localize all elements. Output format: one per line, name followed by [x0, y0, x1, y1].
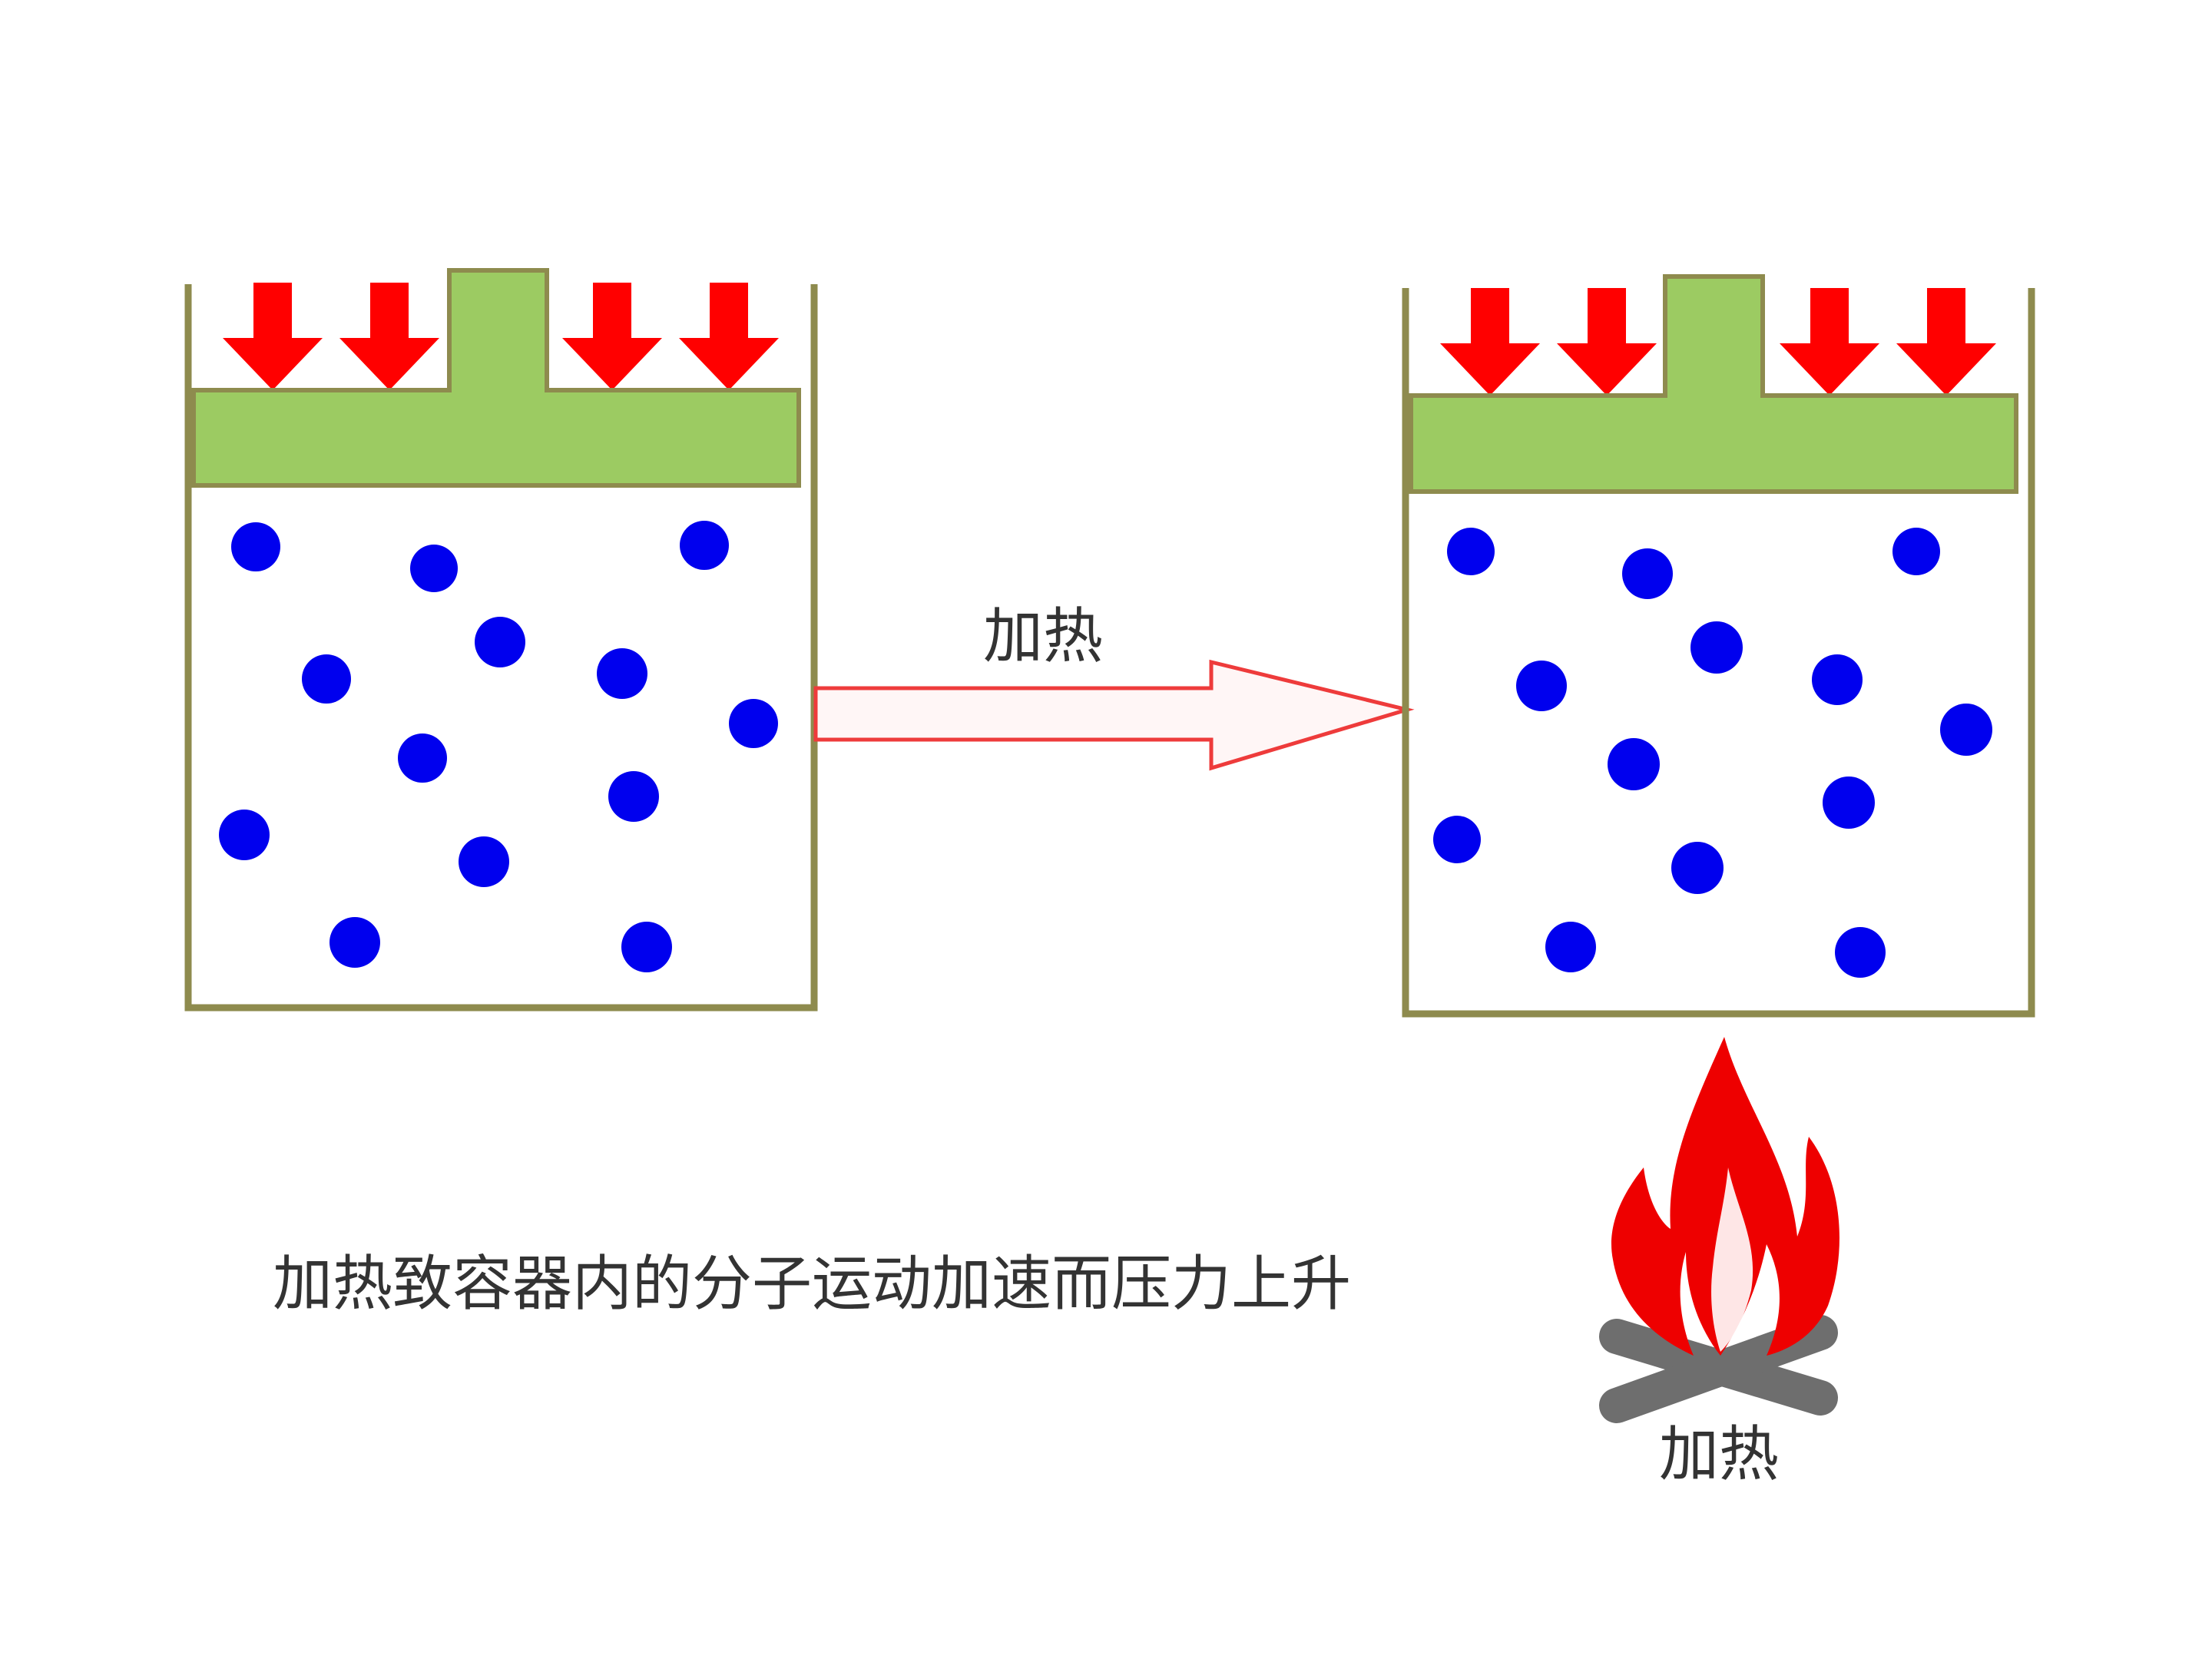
- molecule: [1671, 842, 1724, 894]
- container-wall: [1402, 288, 2035, 1018]
- molecule: [1892, 528, 1940, 575]
- molecule: [597, 648, 647, 699]
- molecule: [1447, 528, 1495, 575]
- flame-inner: [1711, 1167, 1753, 1352]
- down-arrow-icon: [1896, 288, 1996, 396]
- container-wall: [184, 284, 818, 1012]
- molecules-left: [219, 521, 778, 972]
- molecule: [231, 522, 280, 571]
- molecule: [219, 810, 270, 860]
- container-after-heating: [1402, 274, 2035, 1018]
- molecule: [1622, 548, 1673, 599]
- down-arrow-icon: [562, 283, 662, 390]
- down-arrow-icon: [339, 283, 439, 390]
- molecule: [621, 922, 672, 972]
- molecule: [475, 617, 525, 667]
- down-arrow-icon: [223, 283, 323, 390]
- caption: 加热致容器内的分子运动加速而压力上升: [273, 1250, 1351, 1319]
- molecule: [1608, 738, 1660, 790]
- pressure-arrows-right: [1440, 288, 1996, 396]
- container-before-heating: [184, 268, 818, 1012]
- molecule: [1940, 704, 1992, 756]
- right-arrow-icon: [813, 659, 1415, 771]
- molecule: [1545, 922, 1596, 972]
- down-arrow-icon: [679, 283, 779, 390]
- molecule: [459, 836, 509, 887]
- down-arrow-icon: [1557, 288, 1657, 396]
- down-arrow-icon: [1780, 288, 1879, 396]
- transition-arrow: 加热: [813, 602, 1415, 771]
- molecule: [302, 654, 351, 704]
- fire-label: 加热: [1659, 1420, 1779, 1489]
- molecule: [1516, 661, 1567, 711]
- molecule: [1433, 816, 1481, 863]
- molecule: [1812, 654, 1863, 705]
- molecule: [410, 545, 458, 592]
- arrow-label: 加热: [983, 602, 1103, 671]
- molecule: [680, 521, 729, 570]
- molecules-right: [1433, 528, 1992, 978]
- piston: [1409, 274, 2018, 494]
- piston: [191, 268, 801, 488]
- molecule: [1835, 927, 1886, 978]
- molecule: [1690, 621, 1743, 674]
- molecule: [398, 733, 447, 783]
- molecule: [729, 699, 778, 748]
- pressure-arrows-left: [223, 283, 779, 390]
- molecule: [608, 771, 659, 822]
- molecule: [329, 917, 380, 968]
- molecule: [1823, 777, 1875, 829]
- campfire-icon: 加热: [1599, 1037, 1839, 1489]
- down-arrow-icon: [1440, 288, 1540, 396]
